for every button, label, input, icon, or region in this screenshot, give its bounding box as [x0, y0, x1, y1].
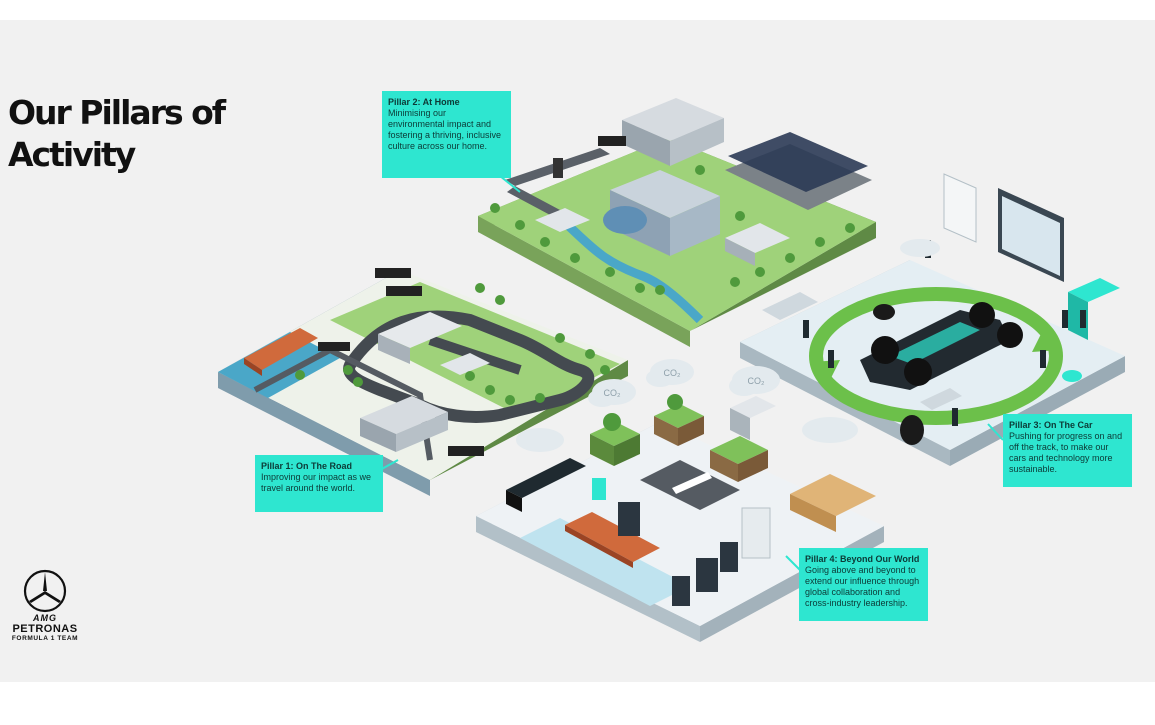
title-line-2: Activity — [8, 135, 136, 174]
co2-cloud-2: CO₂ — [646, 359, 694, 387]
pillar-4-title: Pillar 4: Beyond Our World — [805, 554, 920, 564]
solar-panel-canopy — [728, 132, 868, 192]
callout-pillar-3: Pillar 3: On The Car Pushing for progres… — [1003, 414, 1132, 487]
logo-line-2: PETRONAS — [12, 623, 78, 635]
platform-at-home — [478, 98, 876, 347]
pillar-4-description: Going above and beyond to extend our inf… — [805, 565, 920, 608]
decorative-clouds — [516, 239, 940, 452]
pillar-3-title: Pillar 3: On The Car — [1009, 420, 1093, 430]
pillar-2-title: Pillar 2: At Home — [388, 97, 460, 107]
infographic-canvas: Our Pillars of Activity — [0, 20, 1155, 682]
team-logo: AMG PETRONAS FORMULA 1 TEAM — [5, 569, 85, 653]
title-line-1: Our Pillars of — [8, 93, 226, 132]
co2-label-2: CO₂ — [664, 368, 682, 378]
co2-cloud-3: CO₂ — [729, 366, 780, 396]
pillar-1-description: Improving our impact as we travel around… — [261, 472, 372, 493]
platform-on-the-road — [218, 268, 628, 496]
logo-line-3: FORMULA 1 TEAM — [11, 635, 79, 642]
co2-cloud-1: CO₂ — [588, 379, 636, 407]
callout-pillar-1: Pillar 1: On The Road Improving our impa… — [255, 455, 383, 512]
pillar-2-description: Minimising our environmental impact and … — [388, 108, 502, 151]
co2-label-3: CO₂ — [748, 376, 766, 386]
callout-leaders — [379, 175, 1004, 571]
platform-beyond-our-world — [476, 394, 884, 642]
pillar-1-title: Pillar 1: On The Road — [261, 461, 353, 471]
pillar-3-description: Pushing for progress on and off the trac… — [1009, 431, 1123, 474]
callout-pillar-4: Pillar 4: Beyond Our World Going above a… — [799, 548, 928, 621]
page-title: Our Pillars of Activity — [8, 92, 226, 176]
isometric-scene: CO₂ CO₂ CO₂ — [218, 98, 1125, 642]
platform-on-the-car — [740, 173, 1125, 466]
three-pointed-star-icon — [23, 569, 67, 613]
co2-label-1: CO₂ — [604, 388, 622, 398]
callout-pillar-2: Pillar 2: At Home Minimising our environ… — [382, 91, 511, 178]
logo-line-1: AMG — [33, 613, 57, 623]
